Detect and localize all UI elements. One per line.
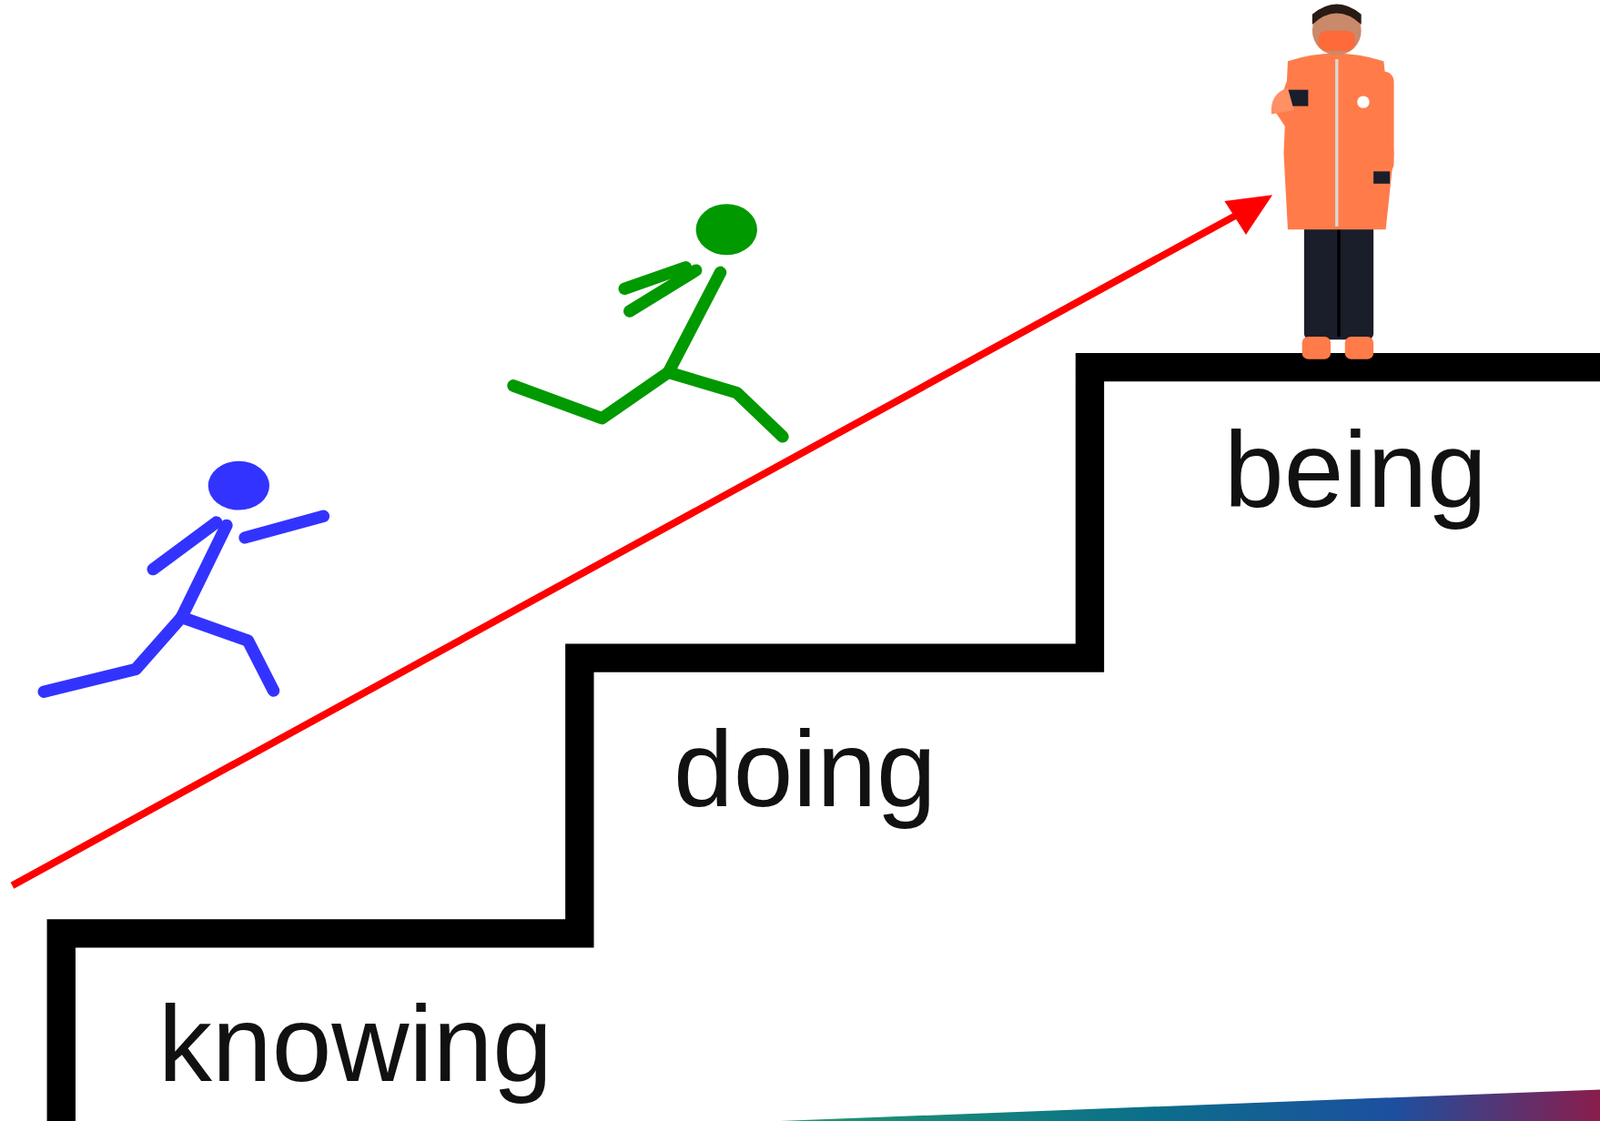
staircase bbox=[60, 367, 1600, 1121]
blue-runner bbox=[43, 461, 324, 692]
stair-step: doing bbox=[673, 715, 937, 823]
step-label: knowing bbox=[158, 990, 553, 1098]
decor-band bbox=[775, 1089, 1600, 1121]
green-runner bbox=[513, 203, 783, 437]
stair-step: knowing bbox=[158, 990, 553, 1098]
stair-step: being bbox=[1224, 415, 1488, 524]
step-label: doing bbox=[673, 715, 937, 823]
step-label: being bbox=[1224, 415, 1488, 524]
progress-arrow bbox=[11, 194, 1273, 886]
athlete-figure bbox=[1271, 3, 1395, 359]
